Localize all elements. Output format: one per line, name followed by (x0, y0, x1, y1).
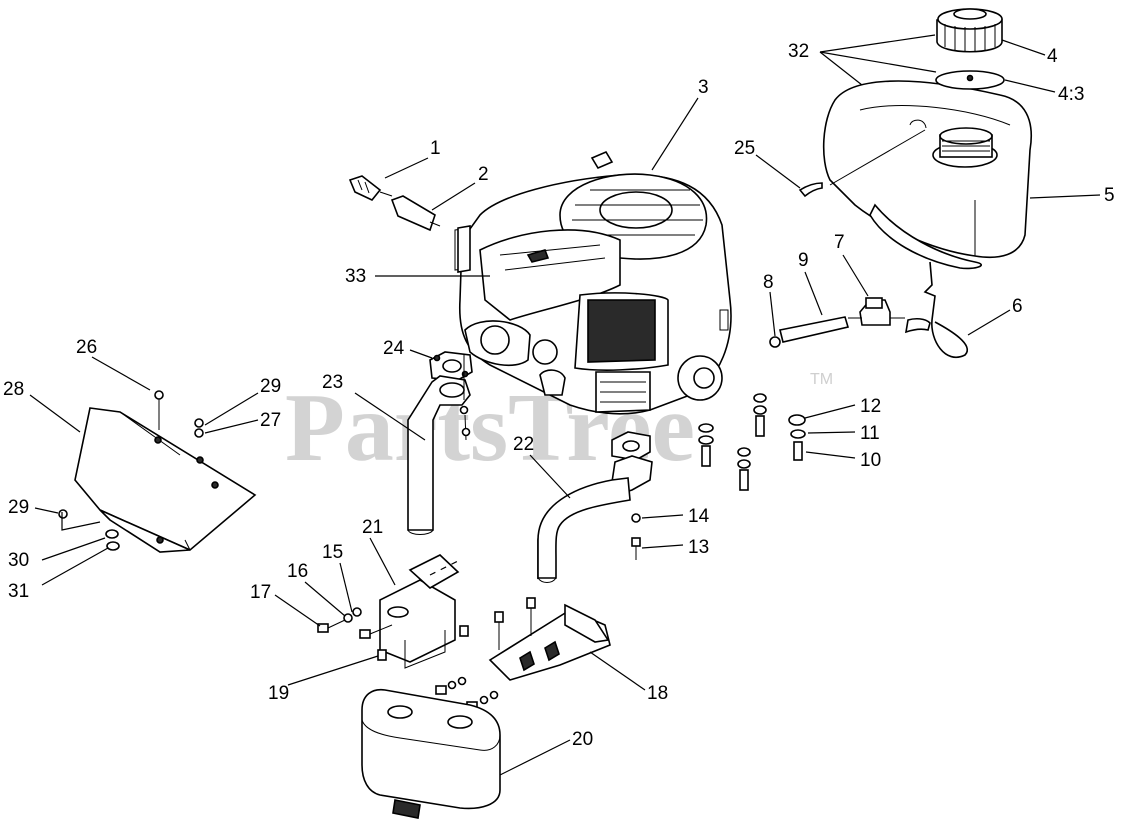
callout-4-3: 4:3 (1058, 84, 1084, 105)
bolt-screws-24[interactable] (459, 355, 471, 441)
callout-16: 16 (287, 561, 308, 582)
callout-24: 24 (383, 338, 405, 359)
muffler-support[interactable] (488, 603, 611, 681)
leader-lines (29, 34, 1101, 776)
callout-11: 11 (860, 423, 880, 444)
callout-14: 14 (688, 506, 710, 527)
gasket-22[interactable] (611, 431, 651, 461)
callout-25: 25 (734, 138, 755, 159)
callout-7: 7 (834, 232, 845, 253)
callout-2: 2 (478, 164, 489, 185)
muffler-bracket[interactable] (379, 554, 460, 669)
callout-labels: 1 2 3 4 4:3 5 6 7 8 9 10 11 12 13 14 15 … (3, 41, 1115, 750)
spark-plug-boot[interactable] (390, 195, 441, 232)
bracket-fasteners[interactable] (317, 607, 469, 661)
callout-18: 18 (647, 683, 668, 704)
callout-10: 10 (860, 450, 881, 471)
callout-3: 3 (698, 77, 709, 98)
callout-20: 20 (572, 729, 593, 750)
engine[interactable] (454, 150, 732, 415)
gasket-24[interactable] (429, 351, 473, 381)
callout-12: 12 (860, 396, 881, 417)
cap-gasket[interactable] (935, 70, 1005, 90)
callout-23: 23 (322, 372, 343, 393)
exhaust-pipe-right[interactable] (537, 455, 653, 583)
callout-26: 26 (76, 337, 97, 358)
callout-15: 15 (322, 542, 343, 563)
vent-clip[interactable] (798, 182, 823, 198)
shield-fasteners[interactable] (58, 390, 204, 551)
callout-33: 32 (788, 41, 809, 62)
spark-plug[interactable] (348, 175, 393, 201)
callout-31: 30 (8, 550, 29, 571)
callout-21: 21 (362, 517, 383, 538)
callout-5: 5 (1104, 185, 1115, 206)
callout-1: 1 (430, 138, 441, 159)
watermark-trademark: TM (810, 371, 833, 388)
callout-19: 19 (268, 683, 289, 704)
callout-28: 28 (3, 379, 24, 400)
callout-6: 6 (1012, 296, 1023, 317)
callout-17: 17 (250, 582, 271, 603)
callout-8: 8 (763, 272, 774, 293)
bolt-13[interactable] (631, 513, 641, 560)
fuel-tank[interactable] (822, 80, 1032, 270)
heat-shield[interactable] (74, 407, 257, 553)
callout-27: 27 (260, 410, 281, 431)
engine-shroud-part[interactable] (457, 225, 471, 273)
fuel-line-assembly[interactable] (769, 261, 968, 358)
callout-9: 9 (798, 250, 809, 271)
callout-13: 13 (688, 537, 709, 558)
callout-29: 29 (260, 376, 281, 397)
callout-32: 31 (8, 581, 29, 602)
callout-34: 33 (345, 266, 366, 287)
callout-4: 4 (1047, 46, 1058, 67)
muffler[interactable] (361, 688, 501, 819)
bolts-10-12[interactable] (698, 393, 806, 491)
callout-22: 22 (513, 434, 534, 455)
callout-30: 29 (8, 497, 29, 518)
fuel-cap[interactable] (936, 8, 1003, 53)
